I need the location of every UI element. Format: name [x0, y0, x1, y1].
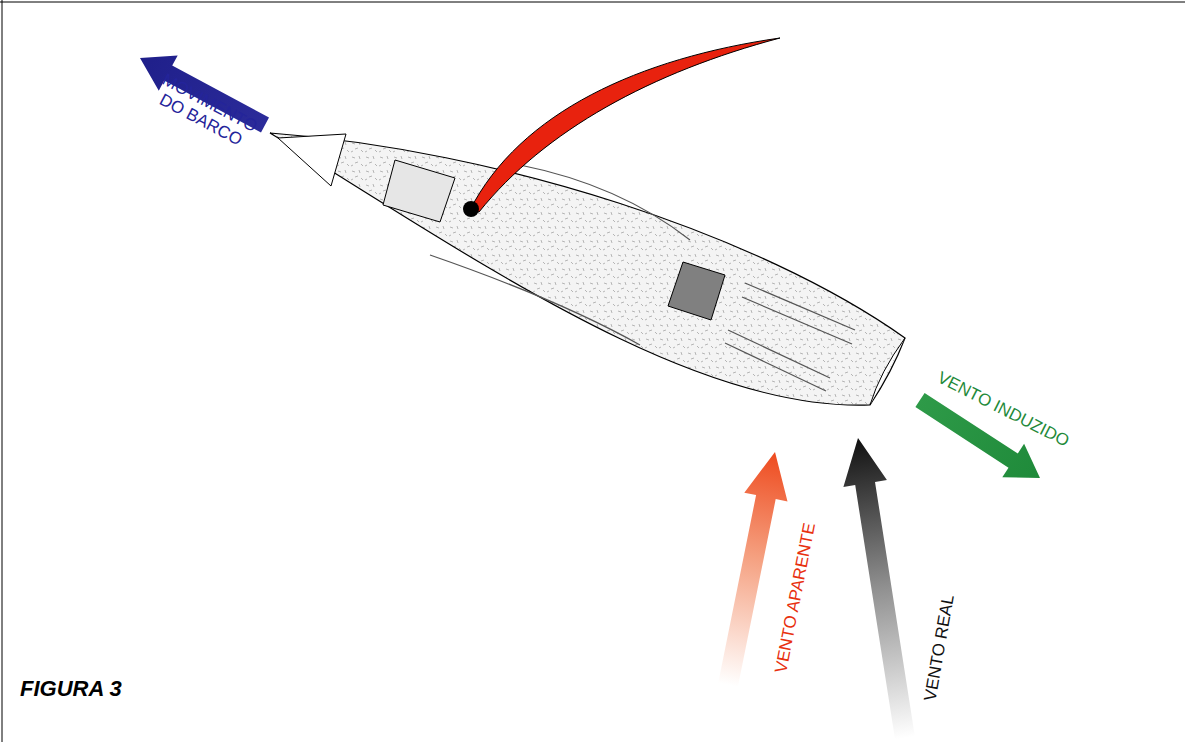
apparent-wind-label: VENTO APARENTE	[772, 521, 819, 674]
figure-caption: FIGURA 3	[20, 676, 122, 702]
black-arrow	[843, 438, 915, 740]
motion-label: MOVIMENTO DO BARCO	[143, 67, 267, 156]
sail	[470, 38, 780, 212]
true-wind-label: VENTO REAL	[921, 593, 958, 702]
cockpit-hatch	[668, 262, 725, 320]
mast	[463, 201, 479, 217]
deck-lines	[430, 165, 855, 391]
induced-wind-label: VENTO INDUZIDO	[934, 369, 1072, 452]
bow-deck	[278, 134, 346, 186]
frame-line	[0, 2, 1185, 3]
transom	[870, 338, 905, 405]
hull	[270, 133, 905, 405]
frame-line	[2, 0, 3, 742]
hatch	[383, 160, 455, 222]
